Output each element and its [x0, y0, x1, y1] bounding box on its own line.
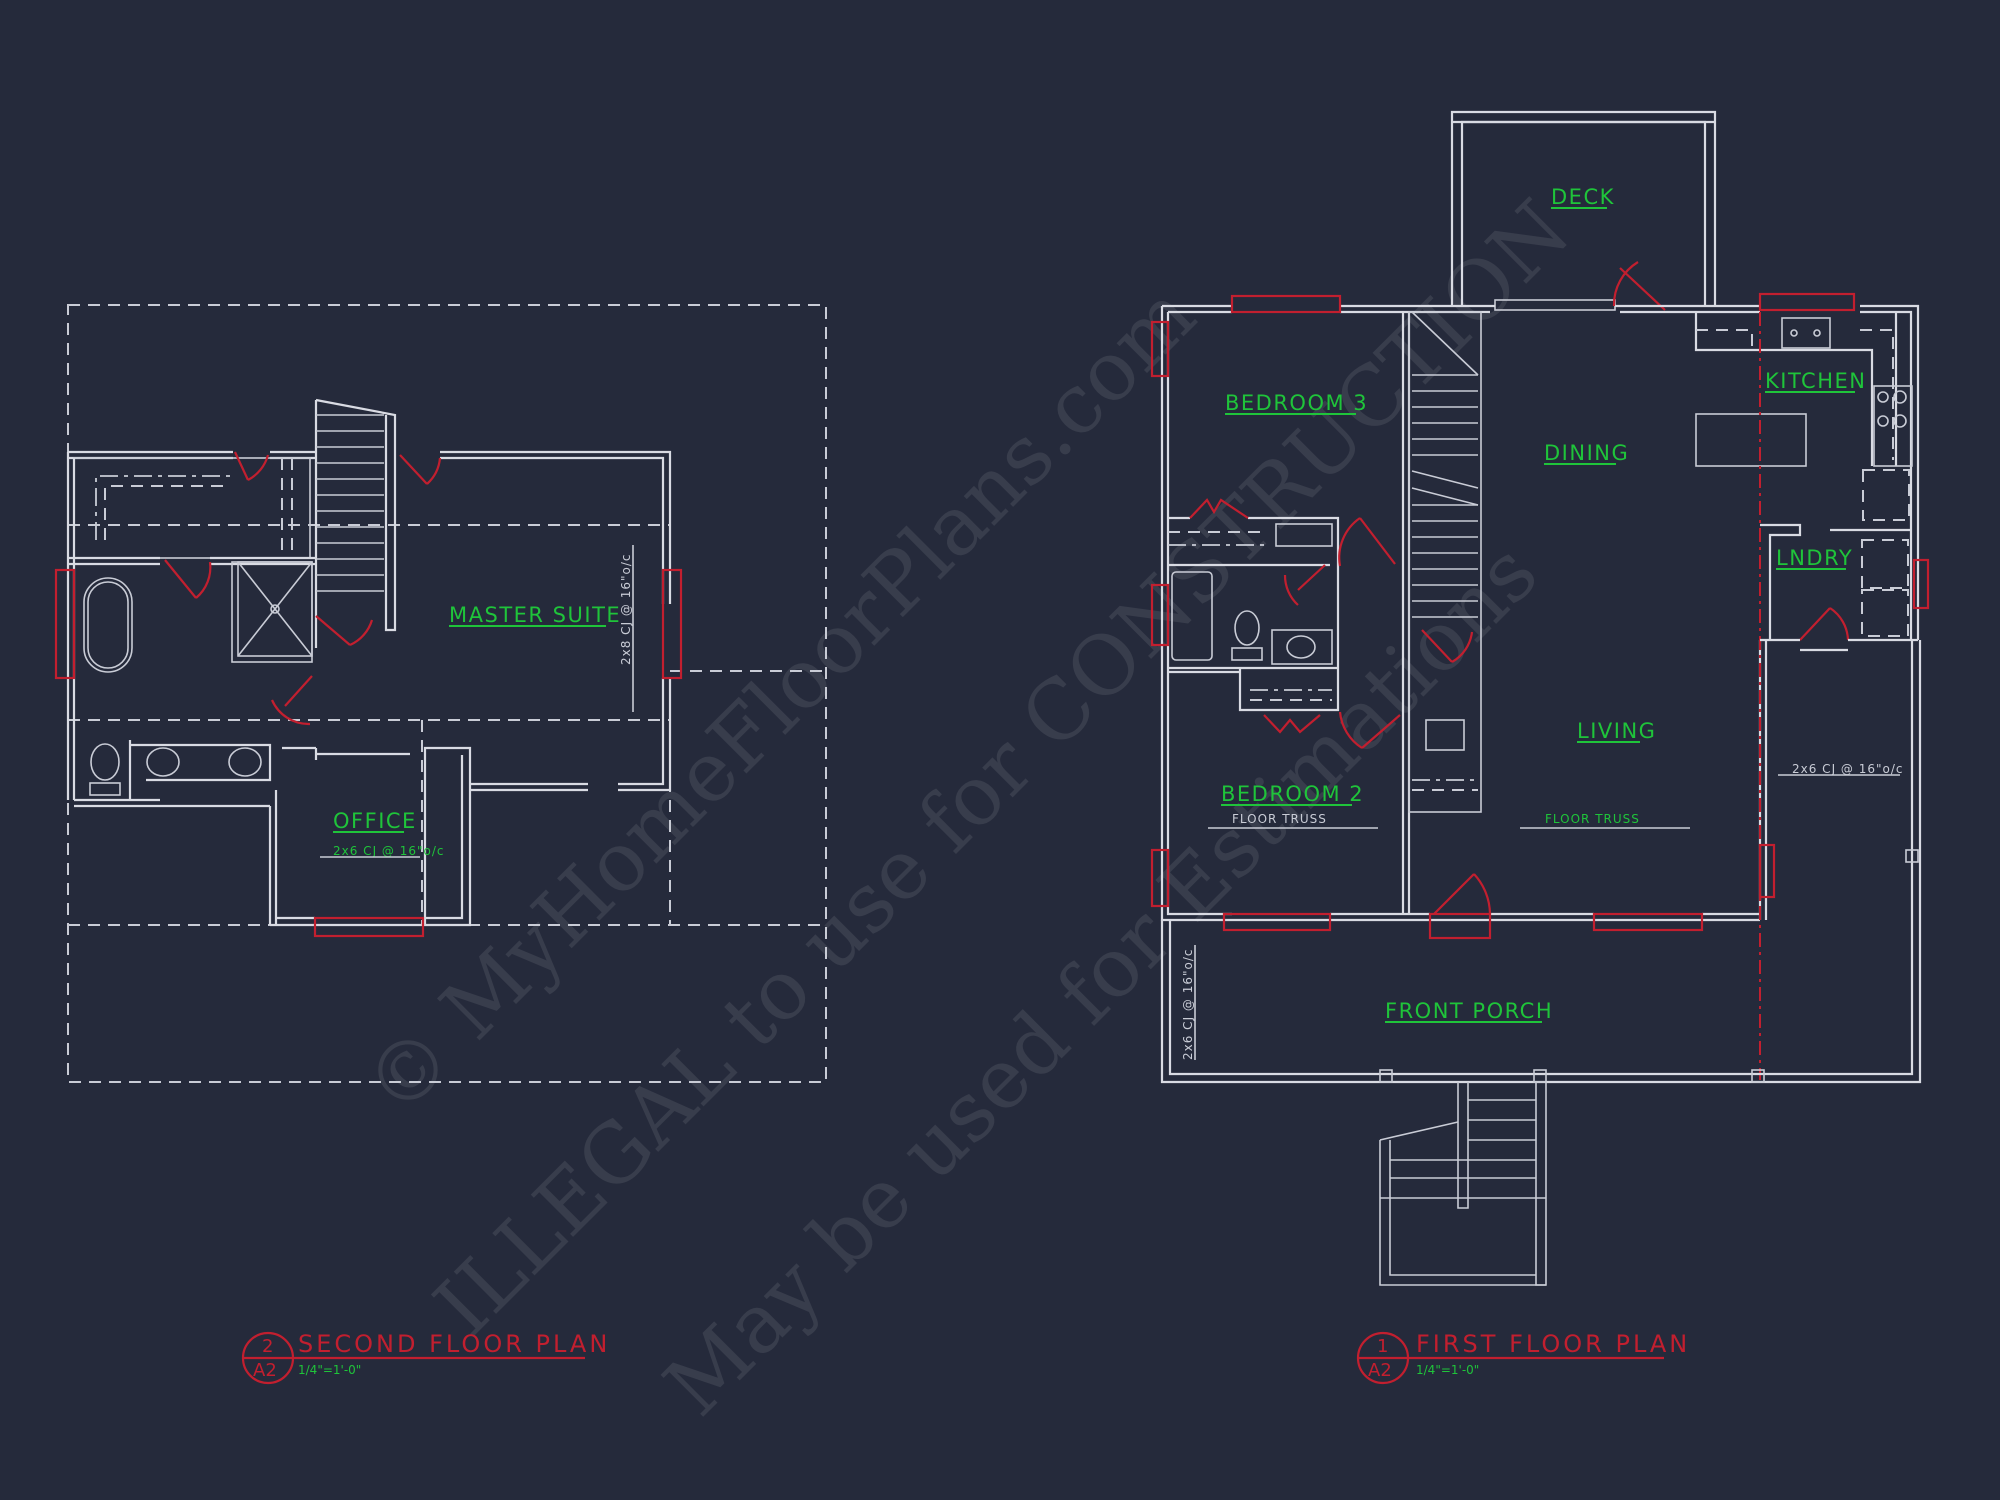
joist-note-garage: 2x6 CJ @ 16"o/c [1792, 762, 1904, 776]
master-bath-walls [68, 556, 316, 566]
front-porch [1160, 640, 1922, 1084]
sheet-number: A2 [1368, 1360, 1392, 1381]
front-steps [1379, 1082, 1547, 1286]
detail-number: 2 [262, 1336, 273, 1357]
room-label-living: LIVING [1577, 719, 1656, 743]
window-master-bath [54, 568, 76, 680]
bathroom-fixtures [1171, 571, 1333, 665]
title-block-second-floor: 2 A2 SECOND FLOOR PLAN 1/4"=1'-0" [241, 1330, 610, 1385]
truss-note-bedroom-2: FLOOR TRUSS [1232, 812, 1327, 826]
window-living-south [1592, 912, 1704, 932]
room-label-deck: DECK [1551, 185, 1615, 209]
office-walls [270, 746, 472, 927]
room-label-dining: DINING [1544, 441, 1629, 465]
shower-icon [231, 561, 313, 663]
room-label-bedroom-3: BEDROOM 3 [1225, 391, 1368, 415]
window-bedroom3-north [1230, 294, 1342, 314]
toilet-icon [89, 743, 121, 796]
room-label-bedroom-2: BEDROOM 2 [1221, 782, 1364, 806]
joist-note-master: 2x8 CJ @ 16"o/c [619, 553, 633, 665]
window-office [313, 916, 425, 938]
detail-number: 1 [1377, 1336, 1388, 1357]
room-label-kitchen: KITCHEN [1765, 369, 1867, 393]
vanity [74, 740, 272, 802]
room-label-master-suite: MASTER SUITE [449, 603, 621, 627]
window-bath-west [1150, 583, 1170, 647]
kitchen-cabinets [1694, 312, 1913, 521]
plan-title: FIRST FLOOR PLAN [1416, 1330, 1690, 1358]
joist-note-office: 2x6 CJ @ 16"o/c [333, 844, 445, 858]
bathtub-icon [83, 577, 133, 673]
bifold-door-closet [1189, 498, 1249, 519]
sheet-number: A2 [253, 1360, 277, 1381]
window-bedroom2-west [1150, 848, 1170, 908]
front-door [1428, 912, 1492, 940]
laundry [1760, 523, 1918, 652]
window-bedroom3-west [1150, 320, 1170, 378]
joist-note-porch: 2x6 CJ @ 16"o/c [1181, 948, 1195, 1060]
first-floor-stair [1408, 311, 1482, 813]
window-bedroom2-south [1222, 912, 1332, 932]
plan-title: SECOND FLOOR PLAN [298, 1330, 610, 1358]
room-label-front-porch: FRONT PORCH [1385, 999, 1553, 1023]
first-floor-exterior-walls [1162, 304, 1920, 640]
room-label-laundry: LNDRY [1776, 546, 1853, 570]
window-kitchen [1758, 292, 1856, 312]
room-label-office: OFFICE [333, 809, 417, 833]
second-floor-plan: MASTER SUITE OFFICE 2x8 CJ @ 16"o/c 2x6 … [54, 304, 827, 1083]
first-floor-plan: DECK BEDROOM 3 DINING KITCHEN LNDRY LIVI… [1150, 110, 1930, 1286]
master-suite-walls [440, 450, 672, 792]
window-master-east [661, 568, 683, 680]
kitchen-island [1695, 413, 1807, 467]
plan-scale: 1/4"=1'-0" [298, 1363, 361, 1377]
walk-in-closet-walls [68, 450, 316, 460]
window-laundry [1912, 558, 1930, 610]
plan-scale: 1/4"=1'-0" [1416, 1363, 1479, 1377]
truss-note-living: FLOOR TRUSS [1545, 812, 1640, 826]
title-block-first-floor: 1 A2 FIRST FLOOR PLAN 1/4"=1'-0" [1356, 1330, 1690, 1385]
bifold-door-closet-2 [1263, 714, 1321, 734]
sink-icon [146, 747, 262, 777]
roof-outline [67, 304, 827, 1083]
second-floor-stair [314, 398, 397, 648]
